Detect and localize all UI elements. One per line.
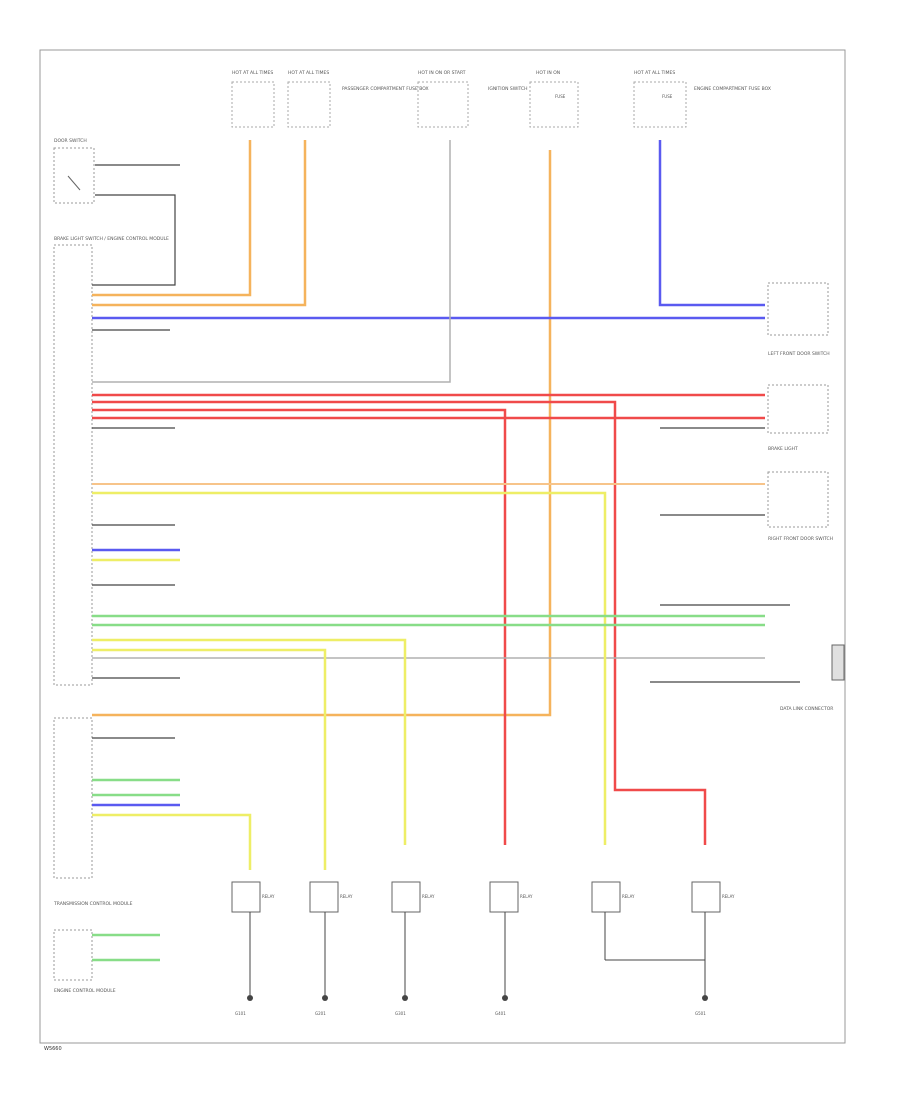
wire-yellow — [92, 491, 607, 870]
ground-4: G401 — [495, 995, 508, 1016]
passenger-fuse-box-caption: PASSENGER COMPARTMENT FUSE BOX — [342, 86, 429, 92]
wire-black — [92, 164, 800, 739]
fuse-block-5: HOT AT ALL TIMES FUSE — [633, 70, 687, 128]
svg-text:RELAY: RELAY — [340, 894, 353, 899]
svg-text:G301: G301 — [395, 1011, 406, 1016]
svg-text:HOT AT ALL TIMES: HOT AT ALL TIMES — [232, 70, 273, 76]
svg-text:HOT IN ON OR START: HOT IN ON OR START — [418, 70, 466, 76]
brake-light-module: BRAKE LIGHT SWITCH / ENGINE CONTROL MODU… — [53, 236, 169, 686]
relay-4: RELAY — [489, 881, 533, 913]
svg-text:HOT AT ALL TIMES: HOT AT ALL TIMES — [288, 70, 329, 76]
relay-2: RELAY — [309, 881, 353, 913]
wire-gray — [92, 140, 765, 659]
svg-text:G201: G201 — [315, 1011, 326, 1016]
diagram-code: W5660 — [44, 1046, 62, 1052]
wire-green — [92, 614, 765, 962]
diagram-frame — [39, 49, 846, 1044]
svg-text:HOT AT ALL TIMES: HOT AT ALL TIMES — [634, 70, 675, 76]
right-front-door-switch: RIGHT FRONT DOOR SWITCH — [767, 471, 833, 542]
svg-text:G101: G101 — [235, 1011, 246, 1016]
relay-3: RELAY — [391, 881, 435, 913]
svg-text:FUSE: FUSE — [555, 94, 566, 99]
left-front-door-switch: LEFT FRONT DOOR SWITCH — [767, 282, 830, 357]
relay-5: RELAY — [591, 881, 635, 913]
relay-6: RELAY — [691, 881, 735, 913]
ground-1: G101 — [235, 995, 253, 1016]
fuse-block-3: HOT IN ON OR START — [417, 70, 469, 128]
ignition-switch-caption: IGNITION SWITCH — [488, 86, 528, 92]
svg-text:RELAY: RELAY — [422, 894, 435, 899]
svg-text:RELAY: RELAY — [262, 894, 275, 899]
engine-fuse-box-caption: ENGINE COMPARTMENT FUSE BOX — [694, 86, 771, 92]
fuse-block-1: HOT AT ALL TIMES — [231, 70, 275, 128]
wire-orange-1 — [92, 140, 252, 297]
transmission-control-module: TRANSMISSION CONTROL MODULE — [53, 717, 133, 907]
ground-stubs — [249, 912, 706, 995]
brake-light: BRAKE LIGHT — [767, 384, 829, 452]
svg-text:BRAKE LIGHT SWITCH / ENGINE CO: BRAKE LIGHT SWITCH / ENGINE CONTROL MODU… — [54, 236, 169, 242]
ground-5: G501 — [695, 995, 708, 1016]
fuse-block-4: HOT IN ON FUSE — [529, 70, 579, 128]
svg-text:G401: G401 — [495, 1011, 506, 1016]
svg-text:RELAY: RELAY — [520, 894, 533, 899]
svg-text:TRANSMISSION CONTROL MODULE: TRANSMISSION CONTROL MODULE — [53, 901, 133, 907]
fuse-block-2: HOT AT ALL TIMES — [287, 70, 331, 128]
wire-orange-2 — [92, 140, 307, 307]
ground-2: G201 — [315, 995, 328, 1016]
svg-text:BRAKE LIGHT: BRAKE LIGHT — [768, 446, 798, 452]
svg-text:ENGINE CONTROL MODULE: ENGINE CONTROL MODULE — [54, 988, 116, 994]
svg-text:DATA LINK CONNECTOR: DATA LINK CONNECTOR — [780, 706, 833, 712]
svg-text:RELAY: RELAY — [722, 894, 735, 899]
wire-orange-3 — [92, 150, 552, 717]
door-switch: DOOR SWITCH — [53, 138, 95, 204]
svg-text:RELAY: RELAY — [622, 894, 635, 899]
svg-text:RIGHT FRONT DOOR SWITCH: RIGHT FRONT DOOR SWITCH — [768, 536, 833, 542]
svg-text:LEFT FRONT DOOR SWITCH: LEFT FRONT DOOR SWITCH — [768, 351, 830, 357]
relay-1: RELAY — [231, 881, 275, 913]
svg-text:FUSE: FUSE — [662, 94, 673, 99]
data-link-connector: DATA LINK CONNECTOR — [780, 644, 845, 712]
svg-text:HOT IN ON: HOT IN ON — [536, 70, 560, 76]
wire-red — [92, 393, 765, 845]
ground-3: G301 — [395, 995, 408, 1016]
wire-blue — [92, 140, 765, 807]
svg-text:DOOR SWITCH: DOOR SWITCH — [54, 138, 87, 144]
svg-text:G501: G501 — [695, 1011, 706, 1016]
engine-control-module: ENGINE CONTROL MODULE — [53, 929, 116, 994]
